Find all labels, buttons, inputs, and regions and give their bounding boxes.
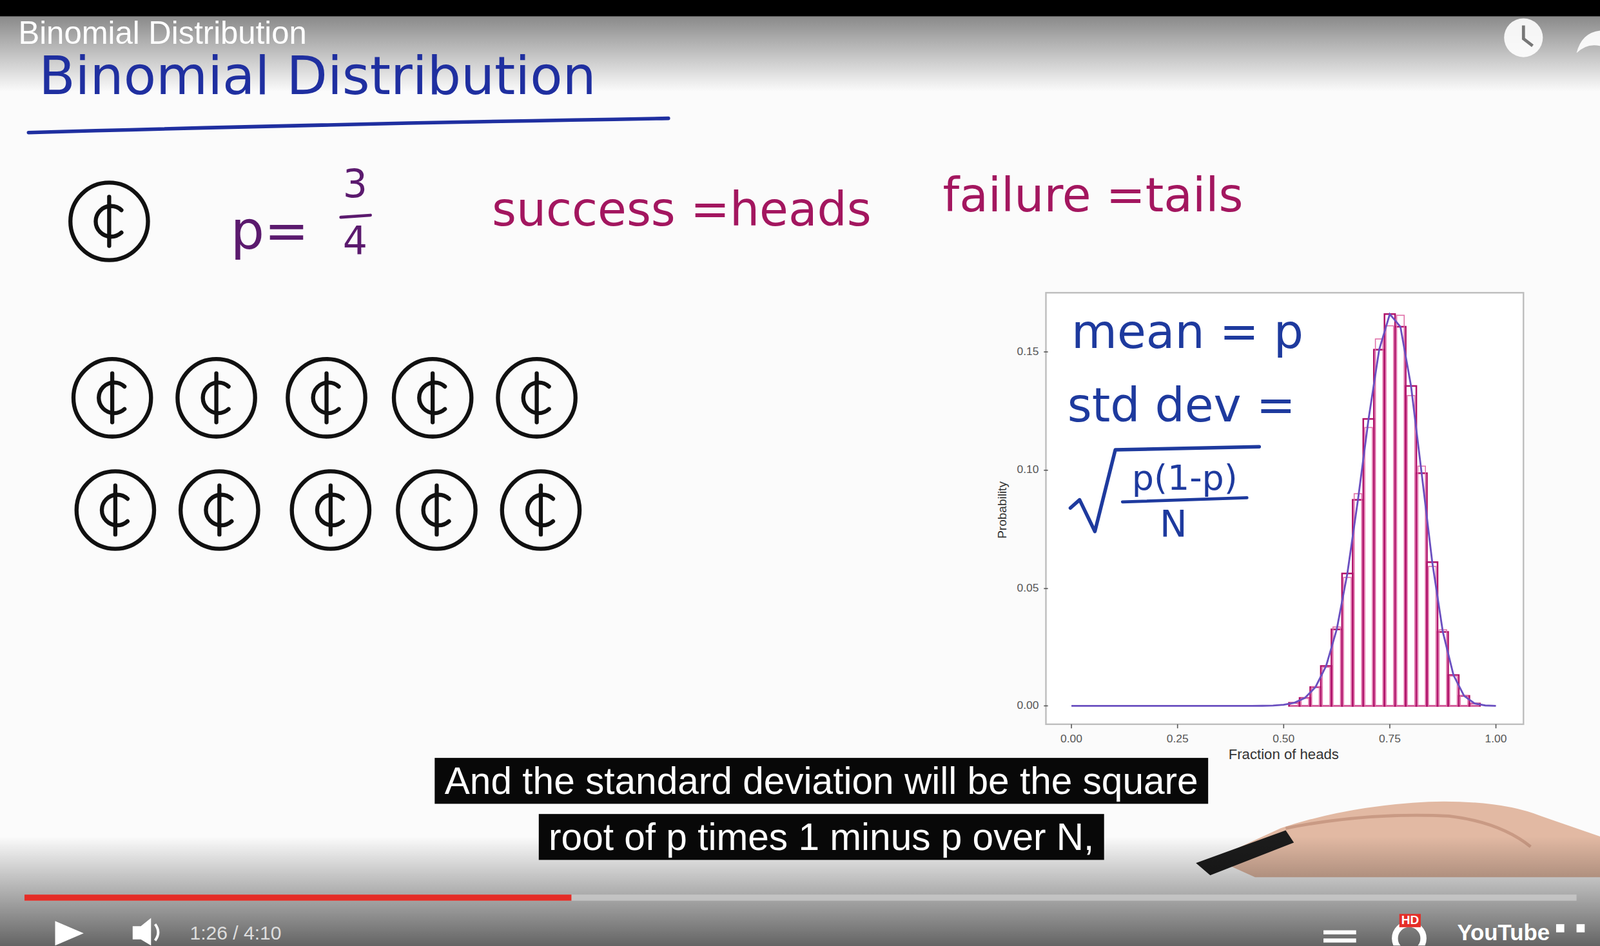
x-tick: 1.00 — [1485, 732, 1508, 746]
probability-label: p= — [230, 201, 309, 261]
subtitle-box: And the standard deviation will be the s… — [408, 752, 1235, 866]
video-title: Binomial Distribution — [18, 16, 307, 51]
histogram-bar — [1396, 315, 1405, 706]
histogram-bar — [1364, 427, 1373, 706]
x-tick: 0.50 — [1272, 732, 1295, 746]
y-tick: 0.00 — [1016, 698, 1039, 712]
formula-numerator: p(1-p) — [1131, 458, 1238, 498]
x-tick: 0.00 — [1060, 732, 1083, 746]
coin-icon — [287, 359, 365, 437]
y-tick: 0.10 — [1016, 463, 1039, 476]
histogram-bar — [1447, 675, 1459, 707]
youtube-logo: YouTube — [1456, 921, 1550, 946]
histogram-bar — [1384, 313, 1396, 706]
coin-icon — [73, 359, 151, 437]
histogram-bar — [1354, 493, 1363, 706]
coin-icon — [76, 471, 155, 549]
histogram-bar — [1428, 566, 1437, 706]
histogram-bar — [1385, 326, 1394, 707]
coin-icon — [70, 182, 148, 260]
density-curve — [1071, 313, 1496, 706]
y-axis-title: Probability — [996, 481, 1011, 539]
histogram-bar — [1375, 339, 1384, 706]
coin-icon — [180, 471, 258, 549]
success-note: success =heads — [491, 183, 872, 236]
time-display: 1:26 / 4:10 — [189, 923, 282, 946]
x-axis-title: Fraction of heads — [1228, 747, 1339, 763]
histogram-bar — [1458, 696, 1470, 707]
histogram-bar — [1405, 386, 1417, 706]
histogram-bar — [1343, 577, 1352, 706]
coin-icon — [393, 359, 472, 437]
histogram-bar — [1407, 395, 1415, 707]
fraction-denominator: 4 — [342, 220, 368, 264]
hd-badge: HD — [1399, 914, 1422, 928]
coin-icon — [502, 471, 580, 549]
failure-note: failure =tails — [943, 169, 1244, 222]
coin-icon — [292, 471, 370, 549]
y-tick: 0.05 — [1016, 581, 1039, 594]
mean-formula: mean = p — [1071, 306, 1304, 358]
x-tick: 0.75 — [1378, 732, 1401, 746]
y-tick: 0.15 — [1016, 344, 1039, 358]
fraction-numerator: 3 — [342, 163, 368, 206]
coin-icon — [497, 359, 576, 437]
coin-icon — [177, 359, 255, 437]
formula-denominator: N — [1159, 504, 1188, 545]
std-dev-formula: std dev = — [1067, 379, 1296, 432]
coin-icon — [397, 471, 476, 549]
subtitle: And the standard deviation will be the s… — [434, 758, 1209, 860]
title: Binomial Distribution — [38, 47, 597, 106]
x-tick: 0.25 — [1166, 732, 1189, 746]
histogram-bar — [1363, 419, 1374, 706]
